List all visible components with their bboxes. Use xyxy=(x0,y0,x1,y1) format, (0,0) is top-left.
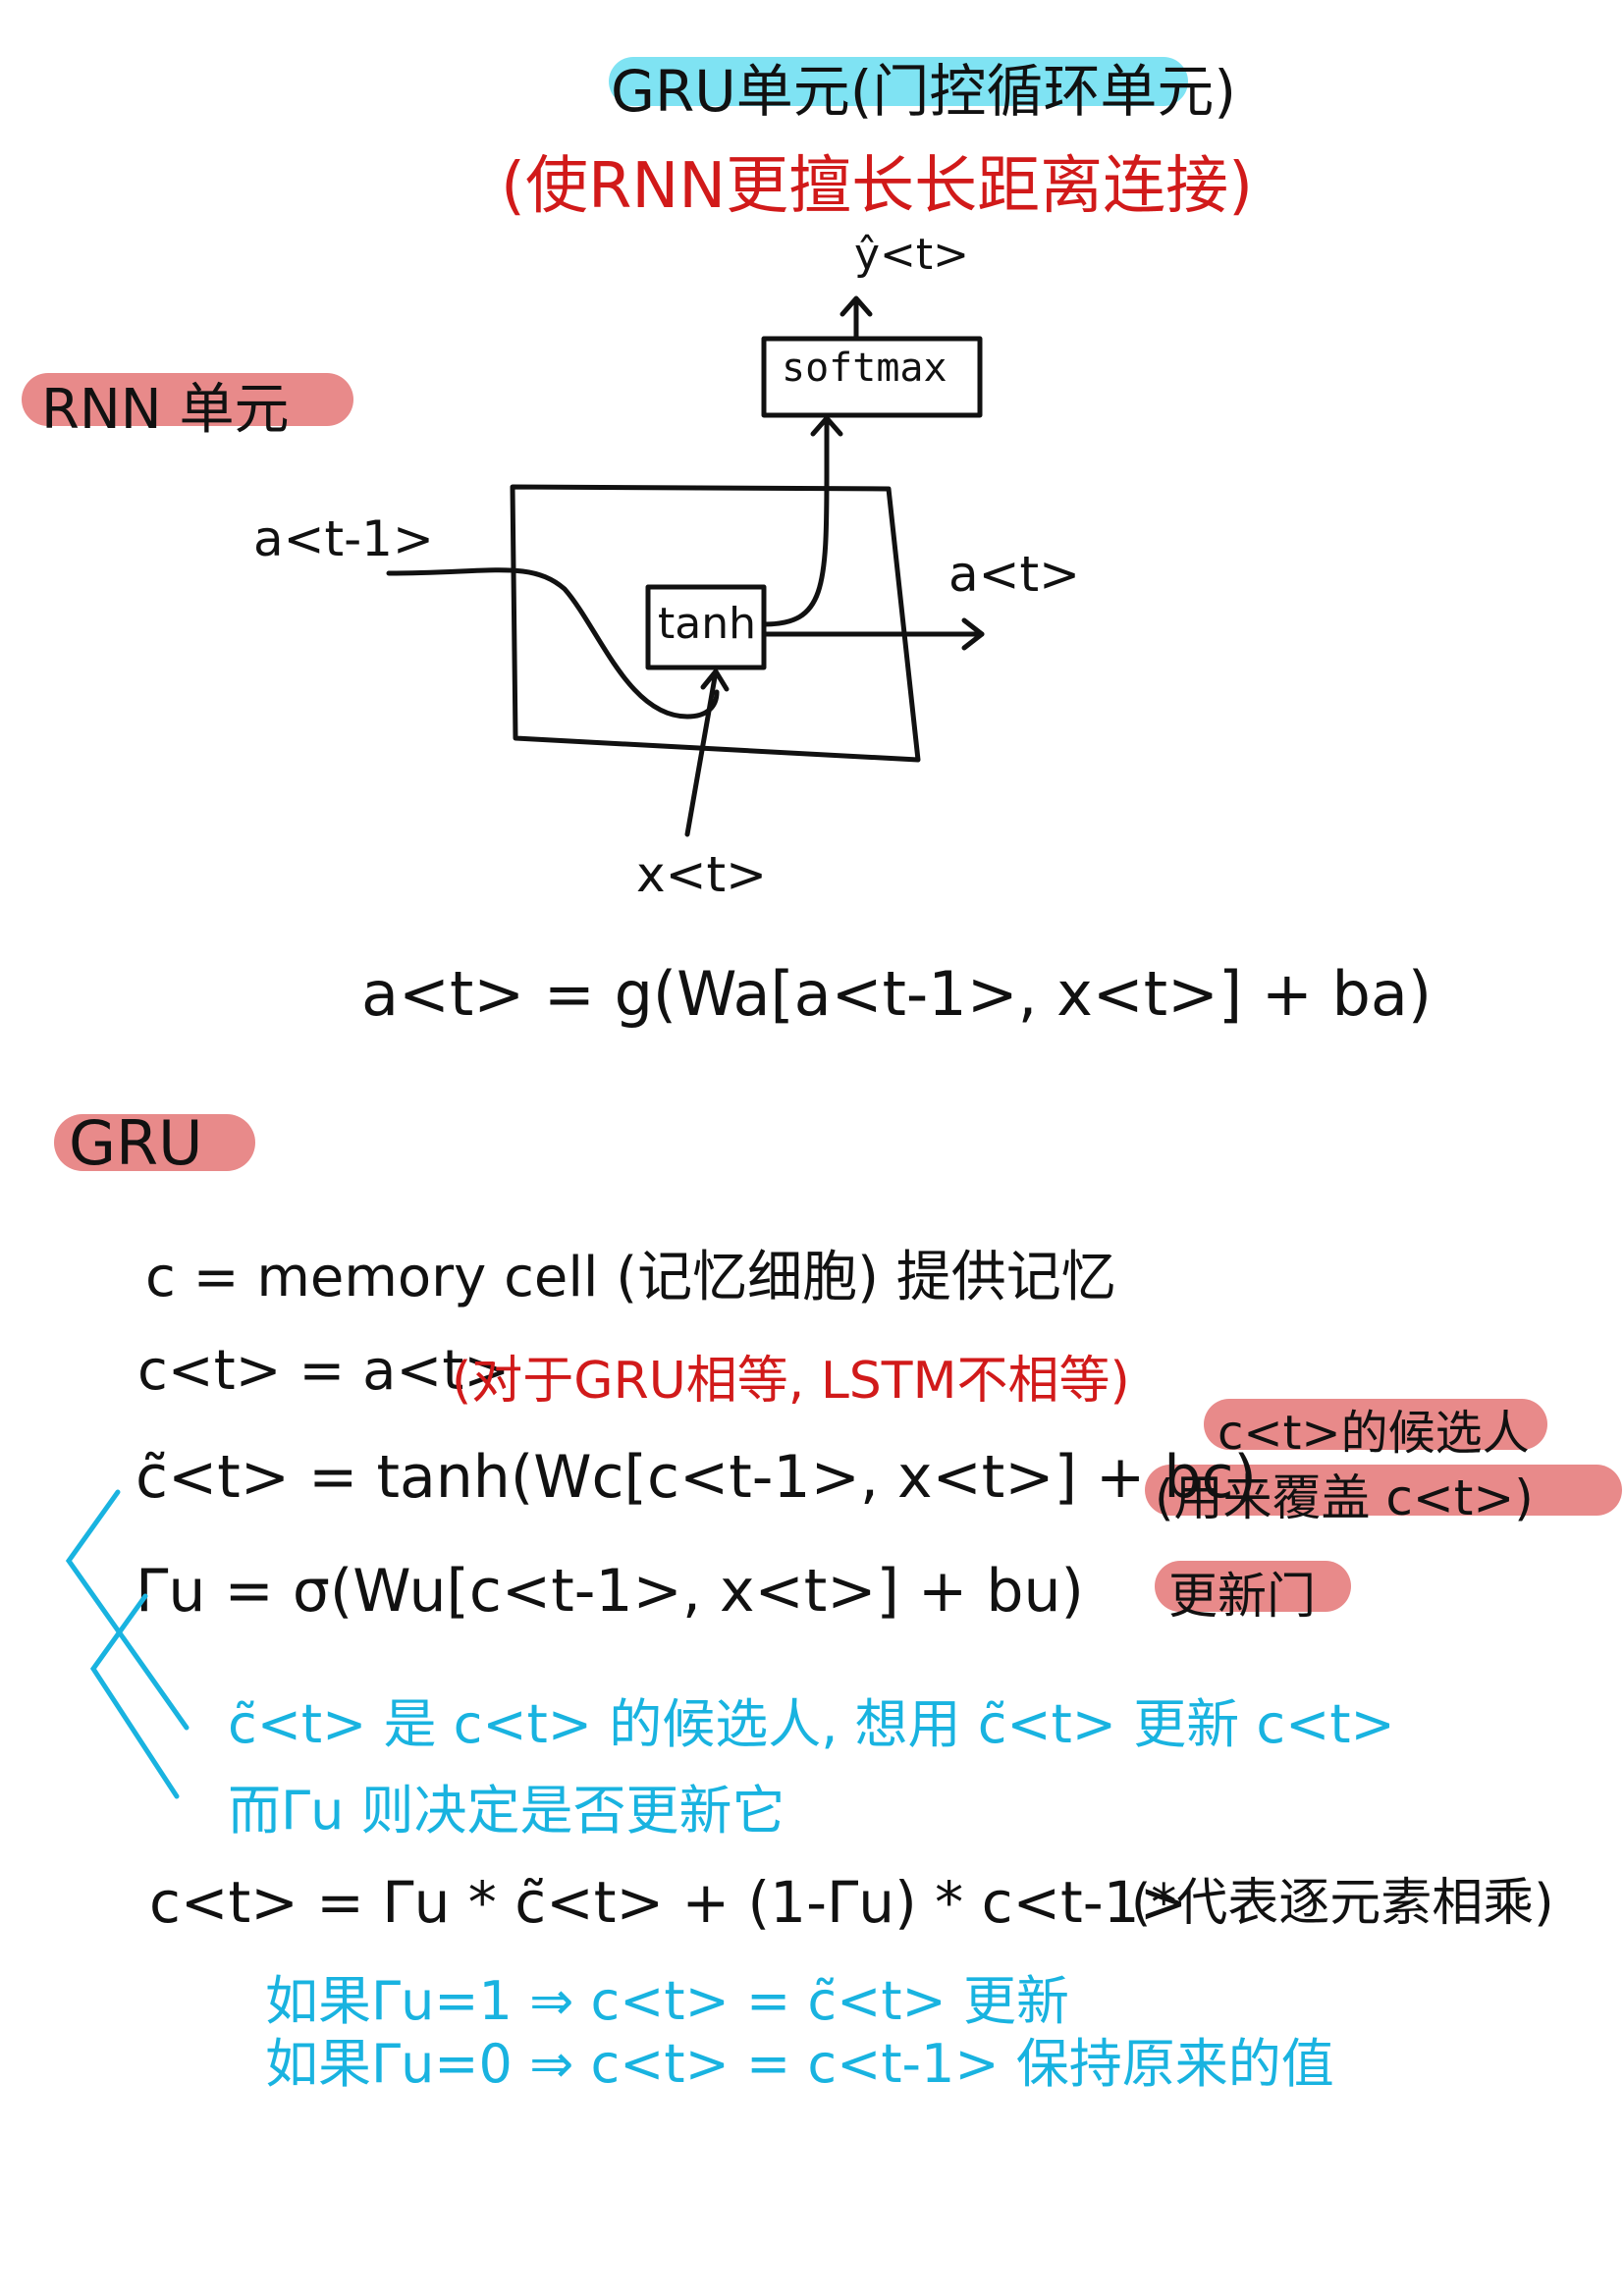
blue-note-gate-decides: 而Γu 则决定是否更新它 xyxy=(228,1780,785,1842)
arrow-prev-state xyxy=(386,567,720,720)
prev-state-label: a<t-1> xyxy=(253,510,434,567)
gru-line-memory-update: c<t> = Γu * c̃<t> + (1-Γu) * c<t-1> xyxy=(149,1869,1188,1936)
gru-section-label: GRU xyxy=(69,1107,203,1179)
x-input-label: x<t> xyxy=(636,846,767,903)
side-note-update-gate: 更新门 xyxy=(1168,1568,1316,1625)
arrow-to-softmax xyxy=(761,417,830,627)
rnn-cell-box xyxy=(510,484,921,763)
side-note3-highlight xyxy=(1155,1561,1351,1612)
blue-note-gate-zero: 如果Γu=0 ⇒ c<t> = c<t-1> 保持原来的值 xyxy=(265,2033,1334,2095)
gru-line-c-equals-a-note: (对于GRU相等, LSTM不相等) xyxy=(452,1352,1130,1411)
blue-note-gate-one: 如果Γu=1 ⇒ c<t> = c̃<t> 更新 xyxy=(265,1970,1069,2032)
side-note2-highlight xyxy=(1145,1465,1622,1516)
gru-label-highlight xyxy=(54,1114,255,1171)
blue-note-candidate: c̃<t> 是 c<t> 的候选人, 想用 c̃<t> 更新 c<t> xyxy=(228,1693,1395,1755)
side-note1-highlight xyxy=(1204,1399,1547,1450)
gru-line-c-equals-a: c<t> = a<t> xyxy=(137,1339,511,1403)
softmax-box xyxy=(761,336,983,418)
arrow-x-input xyxy=(684,674,718,837)
next-state-label: a<t> xyxy=(948,546,1081,603)
side-note-overwrite: (用来覆盖 c<t>) xyxy=(1155,1469,1534,1526)
gru-line-update-gate: Γu = σ(Wu[c<t-1>, x<t>] + bu) xyxy=(135,1557,1084,1626)
rnn-equation: a<t> = g(Wa[a<t-1>, x<t>] + ba) xyxy=(361,958,1433,1030)
gru-line-memory-cell: c = memory cell (记忆细胞) 提供记忆 xyxy=(145,1246,1116,1309)
page-title: GRU单元(门控循环单元) xyxy=(611,58,1236,125)
rnn-section-label: RNN 单元 xyxy=(41,378,290,442)
softmax-label: softmax xyxy=(782,346,947,391)
gru-line-candidate: c̃<t> = tanh(Wc[c<t-1>, x<t>] + bc) xyxy=(135,1443,1257,1512)
tanh-box xyxy=(645,584,767,670)
rnn-label-highlight xyxy=(22,373,353,426)
side-note-candidate: c<t>的候选人 xyxy=(1218,1406,1530,1461)
yhat-label: ŷ<t> xyxy=(854,230,970,280)
gru-line-memory-update-note: (*代表逐元素相乘) xyxy=(1131,1874,1554,1933)
tanh-label: tanh xyxy=(658,599,756,649)
page-subtitle: (使RNN更擅长长距离连接) xyxy=(501,150,1254,223)
title-highlight xyxy=(609,57,1188,106)
